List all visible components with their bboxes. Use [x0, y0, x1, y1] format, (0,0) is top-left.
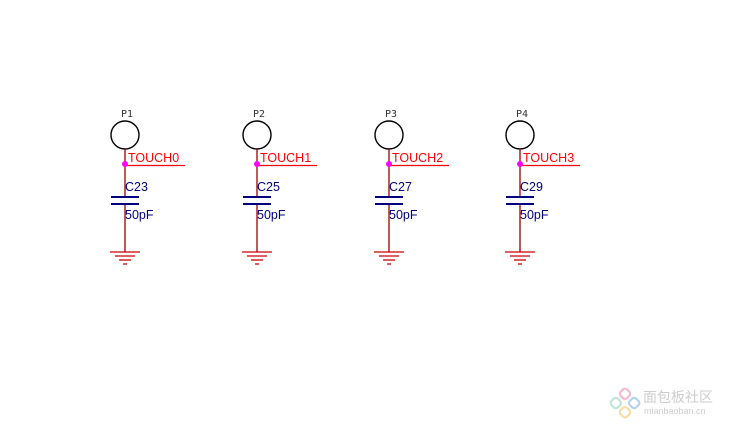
capacitor-value: 50pF: [389, 208, 418, 222]
pad-ref-label: P3: [385, 109, 397, 120]
touch-pad-group-2: P2 TOUCH1 C25 50pF: [242, 109, 317, 265]
capacitor-ref: C29: [520, 180, 543, 194]
capacitor-ref: C23: [125, 180, 148, 194]
ground-symbol: [110, 251, 140, 265]
capacitor-value: 50pF: [520, 208, 549, 222]
net-label: TOUCH1: [260, 151, 311, 165]
watermark: 面包板社区 mianbaoban.cn: [609, 387, 713, 419]
ground-symbol: [374, 251, 404, 265]
capacitor-ref: C25: [257, 180, 280, 194]
watermark-site-url: mianbaoban.cn: [644, 406, 706, 416]
touch-pad-group-1: P1 TOUCH0 C23 50pF: [110, 109, 185, 265]
junction-dot: [254, 161, 260, 167]
net-label: TOUCH0: [128, 151, 179, 165]
capacitor-ref: C27: [389, 180, 412, 194]
junction-dot: [386, 161, 392, 167]
watermark-site-name: 面包板社区: [643, 390, 713, 406]
pad-ref-label: P1: [121, 109, 133, 120]
ground-symbol: [505, 251, 535, 265]
net-label: TOUCH2: [392, 151, 443, 165]
junction-dot: [122, 161, 128, 167]
watermark-logo-icon: [609, 387, 641, 419]
junction-dot: [517, 161, 523, 167]
capacitor-value: 50pF: [257, 208, 286, 222]
ground-symbol: [242, 251, 272, 265]
touch-pad-group-3: P3 TOUCH2 C27 50pF: [374, 109, 449, 265]
net-label: TOUCH3: [523, 151, 574, 165]
pad-ref-label: P4: [516, 109, 528, 120]
pad-ref-label: P2: [253, 109, 265, 120]
capacitor-value: 50pF: [125, 208, 154, 222]
touch-pad-group-4: P4 TOUCH3 C29 50pF: [505, 109, 580, 265]
